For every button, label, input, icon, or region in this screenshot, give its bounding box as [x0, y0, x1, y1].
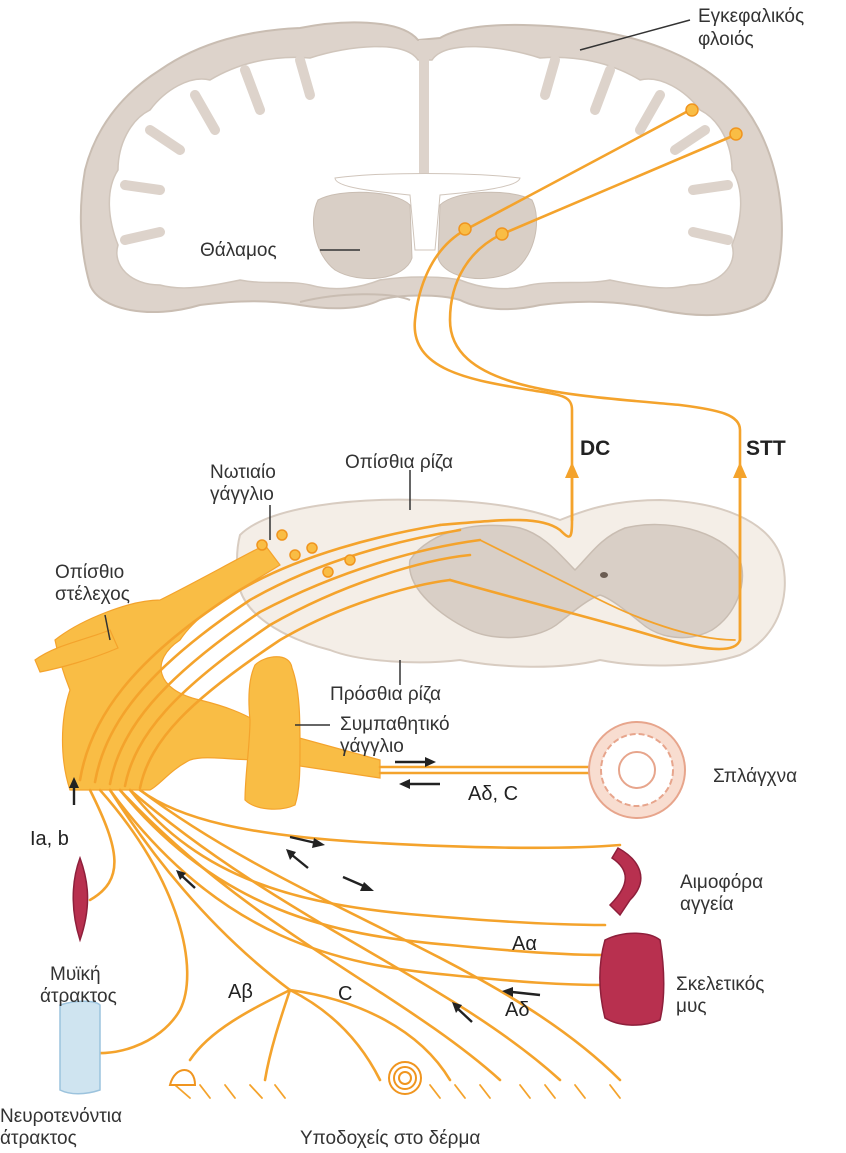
gto-label-1: Νευροτενόντια	[0, 1106, 122, 1127]
dorsal-ramus-label-1: Οπίσθιο	[55, 562, 124, 583]
tendon-organ	[60, 1001, 100, 1094]
dorsal-root-label: Οπίσθια ρίζα	[345, 452, 453, 473]
muscle-spindle-fiber	[73, 858, 87, 940]
central-canal	[600, 572, 608, 578]
blood-vessel	[610, 848, 641, 915]
viscera-label: Σπλάγχνα	[713, 766, 797, 787]
encapsulated-receptor	[389, 1062, 421, 1094]
peripheral-fibers	[80, 767, 620, 1098]
muscle-spindle-label-2: άτρακτος	[40, 986, 117, 1007]
muscle-spindle-label-1: Μυϊκή	[50, 964, 101, 985]
gto-label-2: άτρακτος	[0, 1128, 77, 1149]
skeletal-muscle	[600, 933, 664, 1025]
skeletal-muscle-label-1: Σκελετικός	[676, 974, 764, 995]
dorsal-ramus-label-2: στέλεχος	[55, 584, 130, 605]
drg-label-2: γάγγλιο	[210, 484, 274, 505]
skeletal-muscle-label-2: μυς	[676, 996, 707, 1017]
sympathetic-label-1: Συμπαθητικό	[340, 714, 450, 735]
aalpha-label: Αα	[512, 933, 537, 955]
sympathetic-ganglion	[245, 657, 300, 809]
adelta-c-label: Αδ, C	[468, 783, 518, 805]
stt-label: STT	[746, 437, 786, 460]
thalamus-label: Θάλαμος	[200, 240, 277, 261]
ia-b-label: Ia, b	[30, 828, 69, 850]
ventral-root-label: Πρόσθια ρίζα	[330, 684, 441, 705]
cortex-label-1: Εγκεφαλικός	[698, 6, 804, 27]
blood-vessels-label-2: αγγεία	[680, 894, 734, 915]
skin-receptors-label: Υποδοχείς στο δέρμα	[300, 1128, 480, 1149]
sympathetic-label-2: γάγγλιο	[340, 736, 404, 757]
pacinian-receptor	[170, 1070, 195, 1085]
dc-label: DC	[580, 437, 610, 460]
viscera	[589, 722, 685, 818]
c-label: C	[338, 983, 352, 1005]
adelta-label: Αδ	[505, 999, 529, 1021]
drg-label-1: Νωτιαίο	[210, 462, 276, 483]
cortex-label-2: φλοιός	[698, 29, 754, 50]
abeta-label: Αβ	[228, 981, 253, 1003]
blood-vessels-label-1: Αιμοφόρα	[680, 872, 763, 893]
brain-section	[81, 22, 782, 315]
